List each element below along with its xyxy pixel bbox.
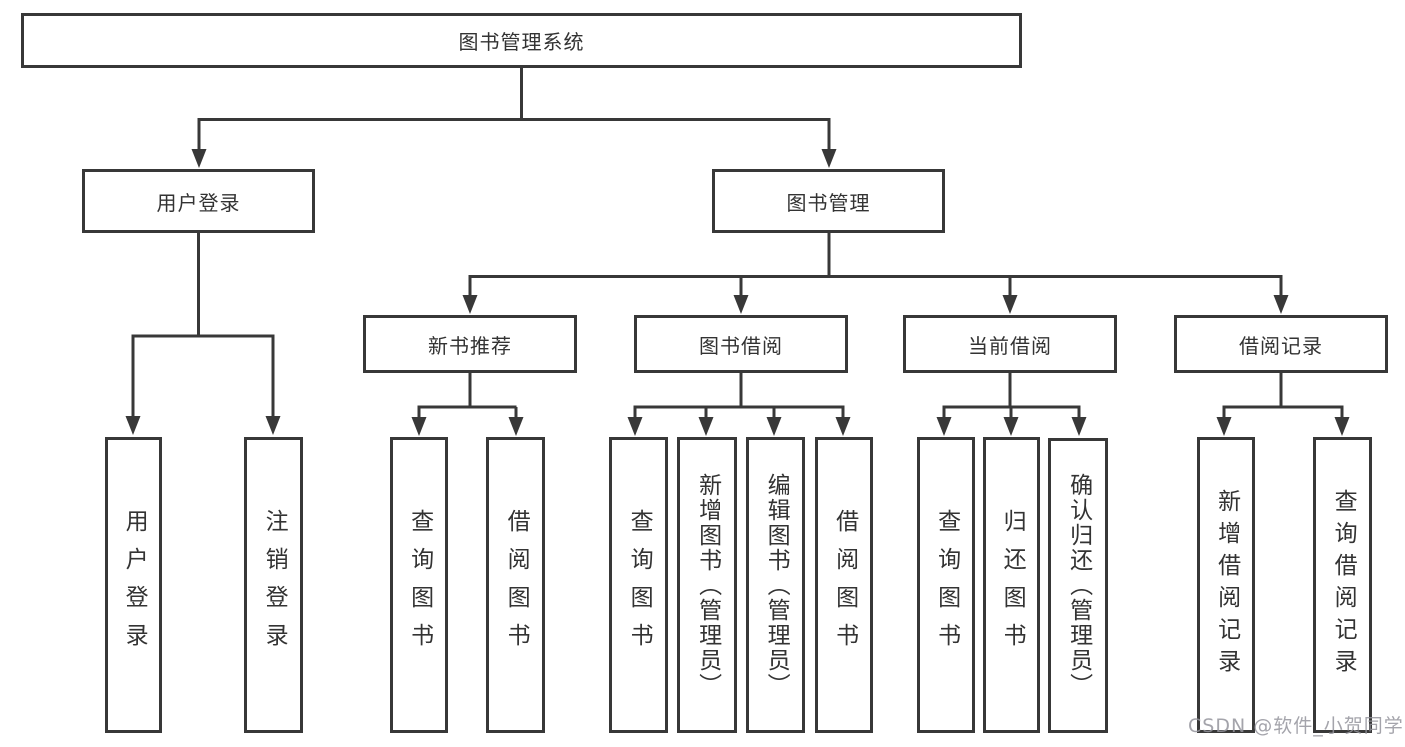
leaf-borrow-query-books-label: 查询图书 [626, 509, 653, 661]
node-borrow-records: 借阅记录 [1174, 315, 1388, 373]
leaf-query-borrow-record: 查询借阅记录 [1313, 437, 1372, 733]
node-book-management: 图书管理 [712, 169, 945, 233]
leaf-newbook-query-books: 查询图书 [390, 437, 448, 733]
leaf-confirm-return-admin-label: 确认归还（管理员） [1065, 473, 1092, 698]
leaf-newbook-query-books-label: 查询图书 [406, 509, 433, 661]
node-user-login: 用户登录 [82, 169, 315, 233]
leaf-current-query-books: 查询图书 [917, 437, 975, 733]
leaf-add-borrow-record: 新增借阅记录 [1197, 437, 1255, 733]
leaf-return-books: 归还图书 [983, 437, 1040, 733]
leaf-edit-book-admin-label: 编辑图书（管理员） [763, 472, 790, 698]
node-current-borrow: 当前借阅 [903, 315, 1117, 373]
leaf-confirm-return-admin: 确认归还（管理员） [1048, 438, 1108, 733]
node-new-book-recommend-label: 新书推荐 [428, 333, 512, 358]
leaf-add-book-admin-label: 新增图书（管理员） [694, 472, 721, 698]
node-current-borrow-label: 当前借阅 [968, 333, 1052, 358]
node-book-borrow-label: 图书借阅 [699, 333, 783, 358]
leaf-newbook-borrow-books: 借阅图书 [486, 437, 545, 733]
node-book-management-label: 图书管理 [786, 190, 871, 215]
leaf-logout-label: 注销登录 [261, 509, 288, 661]
leaf-query-borrow-record-label: 查询借阅记录 [1330, 489, 1357, 681]
arrowheads [125, 119, 1350, 436]
leaf-borrow-query-books: 查询图书 [609, 437, 668, 733]
node-root-label: 图书管理系统 [458, 30, 585, 54]
leaf-add-borrow-record-label: 新增借阅记录 [1213, 489, 1240, 681]
leaf-logout: 注销登录 [244, 437, 303, 733]
node-new-book-recommend: 新书推荐 [363, 315, 577, 373]
leaf-newbook-borrow-books-label: 借阅图书 [503, 509, 530, 661]
node-user-login-label: 用户登录 [156, 190, 241, 215]
node-borrow-records-label: 借阅记录 [1239, 333, 1323, 358]
leaf-current-query-books-label: 查询图书 [933, 509, 960, 661]
leaf-add-book-admin: 新增图书（管理员） [677, 437, 737, 733]
leaf-user-login-label: 用户登录 [121, 509, 148, 661]
leaf-return-books-label: 归还图书 [999, 509, 1026, 661]
node-root: 图书管理系统 [21, 13, 1022, 68]
leaf-user-login: 用户登录 [105, 437, 162, 733]
leaf-edit-book-admin: 编辑图书（管理员） [746, 437, 805, 733]
leaf-borrow-books-label: 借阅图书 [831, 509, 858, 661]
node-book-borrow: 图书借阅 [634, 315, 848, 373]
csdn-watermark: CSDN @软件_小贺同学 [1188, 715, 1404, 737]
leaf-borrow-books: 借阅图书 [815, 437, 873, 733]
